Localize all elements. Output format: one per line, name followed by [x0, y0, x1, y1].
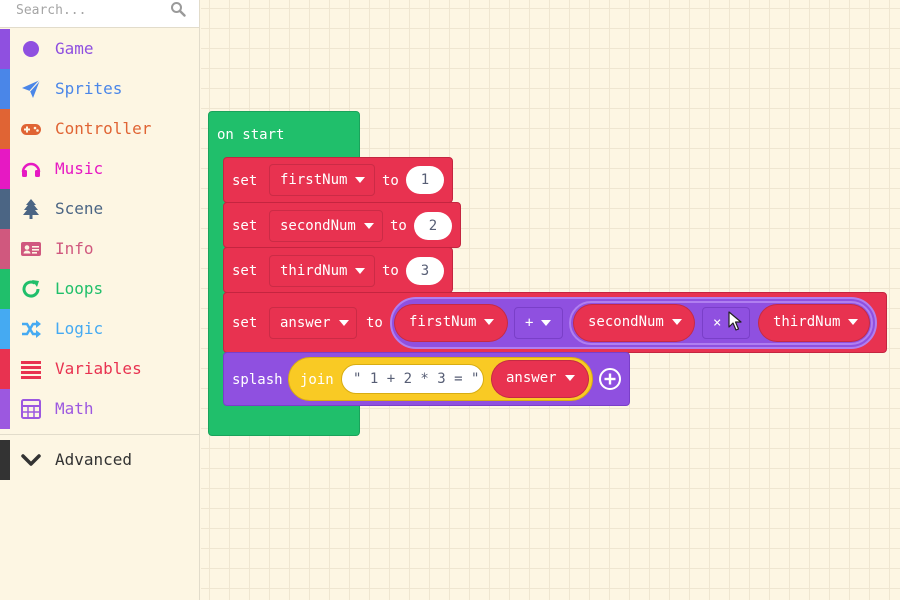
category-music[interactable]: Music — [0, 149, 199, 189]
on-start-label: on start — [217, 127, 285, 143]
caret-down-icon — [338, 320, 349, 326]
caret-down-icon — [848, 319, 859, 325]
variable-name: firstNum — [409, 314, 477, 330]
category-label: Variables — [55, 359, 142, 378]
variable-dropdown[interactable]: thirdNum — [269, 255, 375, 287]
blocks-workspace[interactable]: on start set firstNum to 1 set secondNum… — [201, 0, 900, 600]
variable-dropdown[interactable]: secondNum — [269, 210, 383, 242]
variable-name: firstNum — [280, 172, 348, 188]
string-input[interactable]: " 1 + 2 * 3 = " — [341, 364, 484, 394]
variable-reporter[interactable]: firstNum — [394, 304, 508, 342]
shuffle-icon — [22, 320, 41, 338]
chevron-down-icon — [21, 454, 41, 466]
tree-icon — [23, 199, 39, 219]
category-label: Scene — [55, 199, 104, 218]
category-label: Controller — [55, 119, 152, 138]
category-math[interactable]: Math — [0, 389, 199, 429]
variable-name: answer — [506, 370, 557, 386]
category-color-strip — [0, 189, 10, 229]
category-label: Game — [55, 39, 94, 58]
splash-label: splash — [232, 372, 283, 388]
category-game[interactable]: Game — [0, 29, 199, 69]
to-label: to — [366, 315, 383, 331]
set-label: set — [232, 315, 258, 331]
to-label: to — [382, 263, 399, 279]
variable-name: thirdNum — [773, 314, 841, 330]
category-label: Advanced — [55, 450, 133, 469]
category-color-strip — [0, 149, 10, 189]
category-color-strip — [0, 349, 10, 389]
category-label: Music — [55, 159, 104, 178]
category-label: Math — [55, 399, 94, 418]
category-color-strip — [0, 389, 10, 429]
operator-dropdown[interactable]: + — [514, 307, 563, 339]
category-color-strip — [0, 269, 10, 309]
category-label: Loops — [55, 279, 104, 298]
category-color-strip — [0, 229, 10, 269]
category-color-strip — [0, 440, 10, 480]
variable-reporter[interactable]: secondNum — [573, 304, 695, 342]
category-color-strip — [0, 109, 10, 149]
set-label: set — [232, 218, 258, 234]
variable-dropdown[interactable]: firstNum — [269, 164, 375, 196]
category-label: Sprites — [55, 79, 123, 98]
refresh-icon — [22, 280, 40, 298]
category-variables[interactable]: Variables — [0, 349, 199, 389]
caret-down-icon — [541, 320, 552, 326]
category-logic[interactable]: Logic — [0, 309, 199, 349]
caret-down-icon — [363, 223, 374, 229]
set-label: set — [232, 263, 258, 279]
number-input[interactable]: 2 — [414, 212, 452, 240]
variable-name: secondNum — [588, 314, 664, 330]
paper-plane-icon — [22, 79, 41, 98]
category-info[interactable]: Info — [0, 229, 199, 269]
headphones-icon — [21, 162, 41, 177]
operator-symbol: + — [525, 315, 534, 331]
mouse-cursor-icon — [728, 311, 742, 331]
operator-dropdown[interactable]: × — [702, 307, 750, 339]
variable-reporter[interactable]: thirdNum — [758, 304, 870, 342]
search-box — [0, 0, 199, 28]
join-label: join — [300, 372, 334, 388]
category-color-strip — [0, 309, 10, 349]
caret-down-icon — [355, 268, 366, 274]
category-label: Info — [55, 239, 94, 258]
circle-icon — [23, 41, 39, 57]
operator-symbol: × — [713, 315, 722, 331]
variable-name: thirdNum — [280, 263, 348, 279]
category-controller[interactable]: Controller — [0, 109, 199, 149]
category-color-strip — [0, 29, 10, 69]
variable-name: secondNum — [280, 218, 356, 234]
caret-down-icon — [564, 375, 575, 381]
search-input[interactable] — [0, 0, 170, 20]
caret-down-icon — [671, 319, 682, 325]
to-label: to — [382, 173, 399, 189]
caret-down-icon — [484, 319, 495, 325]
id-card-icon — [21, 242, 41, 256]
category-loops[interactable]: Loops — [0, 269, 199, 309]
variable-name: answer — [280, 315, 331, 331]
category-label: Logic — [55, 319, 104, 338]
variable-reporter[interactable]: answer — [491, 360, 589, 398]
search-icon[interactable] — [170, 1, 186, 17]
to-label: to — [390, 218, 407, 234]
set-label: set — [232, 173, 258, 189]
calculator-icon — [21, 399, 41, 419]
advanced-divider — [0, 434, 199, 435]
add-parameter-icon[interactable] — [598, 367, 622, 391]
gamepad-icon — [21, 124, 41, 135]
category-scene[interactable]: Scene — [0, 189, 199, 229]
list-icon — [21, 361, 41, 379]
toolbox: Game Sprites Controller Music — [0, 0, 200, 600]
number-input[interactable]: 1 — [406, 166, 444, 194]
category-color-strip — [0, 69, 10, 109]
variable-dropdown[interactable]: answer — [269, 307, 357, 339]
caret-down-icon — [355, 177, 366, 183]
category-advanced[interactable]: Advanced — [0, 440, 199, 480]
category-sprites[interactable]: Sprites — [0, 69, 199, 109]
number-input[interactable]: 3 — [406, 257, 444, 285]
